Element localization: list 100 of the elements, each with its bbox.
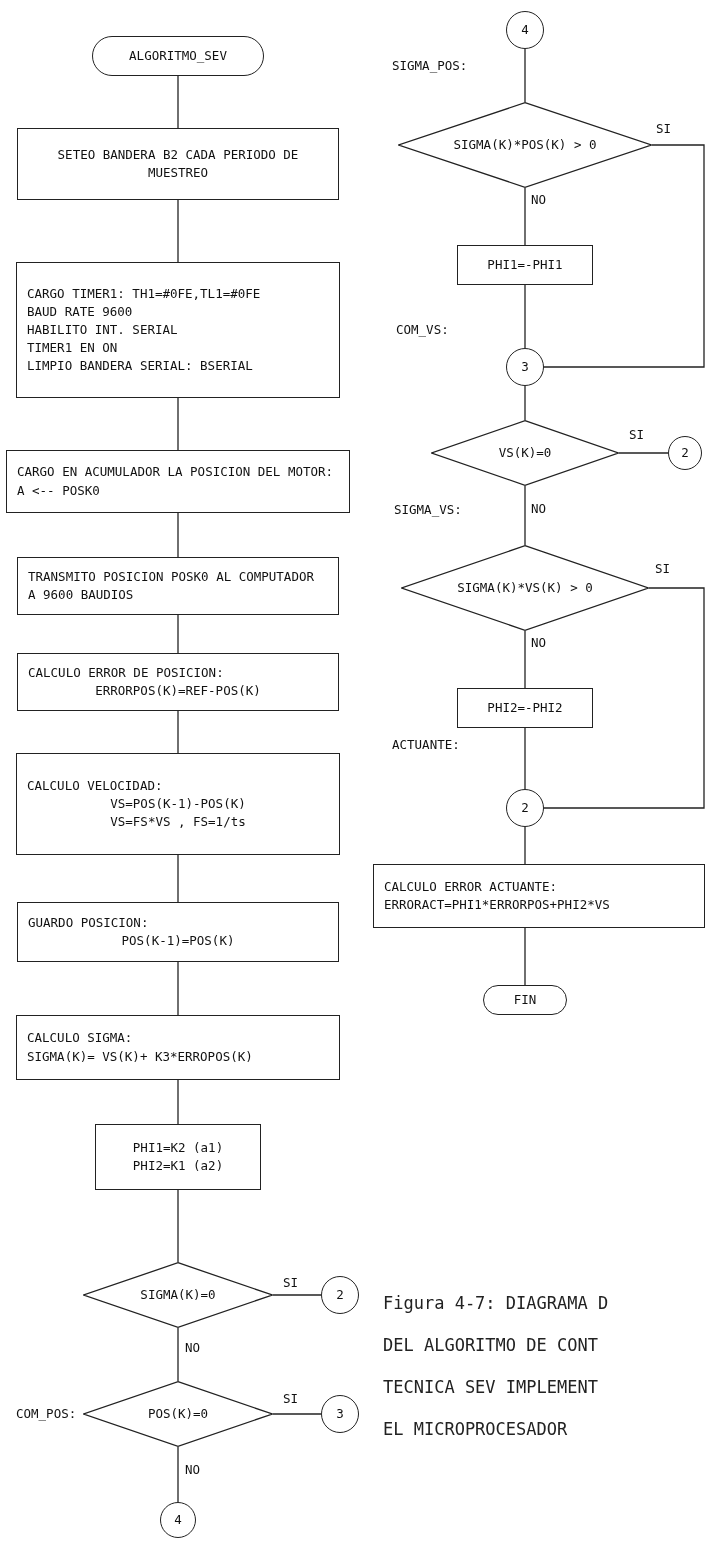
connector-circle (321, 1395, 359, 1433)
edge-label: NO (530, 502, 548, 516)
step-text: CALCULO VELOCIDAD: (27, 776, 164, 795)
step-text: TRANSMITO POSICION POSK0 AL COMPUTADOR A 9600 BAUDIOS (28, 567, 315, 604)
connector-line (272, 1294, 322, 1296)
connector-number: 2 (681, 443, 689, 462)
step-text: SETEO BANDERA B2 CADA PERIODO DE MUESTREO (56, 145, 300, 182)
connector-number: 4 (174, 1510, 182, 1529)
section-label: SIGMA_POS: (392, 58, 468, 73)
connector-line (543, 587, 705, 809)
connector-line (524, 385, 526, 421)
step-text: PHI1=-PHI1 (486, 255, 564, 274)
edge-label: SI (655, 122, 673, 136)
terminal-shape (92, 36, 264, 76)
process-box (6, 450, 350, 513)
condition-text: SIGMA(K)=0 (140, 1285, 216, 1304)
step-text: PHI2=K1 (a2) (131, 1157, 225, 1175)
step-text: POS(K-1)=POS(K) (120, 932, 236, 950)
terminal-label: ALGORITMO_SEV (129, 46, 227, 65)
connector-line (177, 854, 179, 903)
condition-text: VS(K)=0 (498, 443, 552, 462)
connector-circle (321, 1276, 359, 1314)
step-text: ERRORPOS(K)=REF-POS(K) (94, 682, 262, 700)
process-box (457, 688, 593, 728)
connector-line (177, 961, 179, 1016)
section-label: COM_VS: (396, 322, 449, 337)
connector-line (177, 397, 179, 451)
process-box (17, 653, 339, 711)
connector-circle (506, 789, 544, 827)
connector-line (272, 1413, 322, 1415)
step-text: CARGO EN ACUMULADOR LA POSICION DEL MOTOR: A <-- POSK0 (17, 463, 335, 500)
step-text: PHI1=K2 (a1) (131, 1138, 225, 1157)
connector-line (177, 1189, 179, 1263)
step-text: CALCULO ERROR ACTUANTE: (384, 877, 559, 896)
process-box (95, 1124, 261, 1190)
connector-line (177, 199, 179, 263)
connector-line (524, 826, 526, 865)
process-box (17, 557, 339, 615)
edge-label: SI (282, 1276, 300, 1290)
connector-line (524, 630, 526, 689)
connector-circle (160, 1502, 196, 1538)
decision-diamond (83, 1262, 273, 1328)
connector-line (524, 284, 526, 349)
edge-label: SI (654, 562, 672, 576)
connector-line (543, 144, 705, 368)
step-text: GUARDO POSICION: (28, 913, 150, 932)
connector-line (524, 48, 526, 103)
step-text: ERRORACT=PHI1*ERRORPOS+PHI2*VS (384, 896, 611, 914)
terminal-shape (483, 985, 567, 1015)
process-box (16, 753, 340, 855)
process-box (17, 902, 339, 962)
edge-label: SI (628, 428, 646, 442)
decision-diamond (401, 545, 649, 631)
process-box (16, 1015, 340, 1080)
section-label: COM_POS: (16, 1406, 77, 1421)
connector-line (177, 512, 179, 558)
step-text: HABILITO INT. SERIAL (27, 320, 179, 339)
section-label: SIGMA_VS: (394, 502, 462, 517)
connector-circle (506, 11, 544, 49)
figure-caption: Figura 4-7: DIAGRAMA D DEL ALGORITMO DE CONT TECNICA SEV IMPLEMENT EL MICROPROCESADOR (383, 1292, 609, 1441)
step-text: SIGMA(K)= VS(K)+ K3*ERROPOS(K) (27, 1047, 254, 1066)
edge-label: NO (184, 1341, 202, 1355)
terminal-label: FIN (513, 990, 537, 1009)
step-text: PHI2=-PHI2 (486, 698, 564, 717)
edge-label: NO (184, 1463, 202, 1477)
step-text: VS=FS*VS , FS=1/ts (109, 813, 247, 832)
step-text: BAUD RATE 9600 (27, 302, 134, 321)
connector-line (524, 187, 526, 246)
connector-number: 3 (521, 357, 529, 376)
connector-number: 4 (521, 20, 529, 39)
connector-line (524, 927, 526, 986)
section-label: ACTUANTE: (392, 737, 460, 752)
connector-line (177, 1446, 179, 1503)
step-text: CARGO TIMER1: TH1=#0FE,TL1=#0FE (27, 284, 262, 303)
connector-circle (506, 348, 544, 386)
condition-text: POS(K)=0 (147, 1404, 209, 1423)
step-text: CALCULO ERROR DE POSICION: (28, 663, 225, 682)
process-box (457, 245, 593, 285)
step-text: LIMPIO BANDERA SERIAL: BSERIAL (27, 357, 254, 376)
connector-number: 2 (521, 798, 529, 817)
decision-diamond (431, 420, 619, 486)
step-text: TIMER1 EN ON (27, 339, 119, 358)
edge-label: NO (530, 636, 548, 650)
edge-label: NO (530, 193, 548, 207)
edge-label: SI (282, 1392, 300, 1406)
connector-line (524, 485, 526, 546)
condition-text: SIGMA(K)*VS(K) > 0 (457, 578, 593, 597)
connector-circle (668, 436, 702, 470)
connector-line (177, 1327, 179, 1382)
process-box (17, 128, 339, 200)
connector-line (177, 75, 179, 129)
process-box (16, 262, 340, 398)
connector-number: 2 (336, 1285, 344, 1304)
connector-number: 3 (336, 1404, 344, 1423)
connector-line (177, 710, 179, 754)
decision-diamond (83, 1381, 273, 1447)
connector-line (618, 452, 669, 454)
condition-text: SIGMA(K)*POS(K) > 0 (453, 135, 597, 154)
connector-line (177, 614, 179, 654)
step-text: CALCULO SIGMA: (27, 1029, 134, 1048)
